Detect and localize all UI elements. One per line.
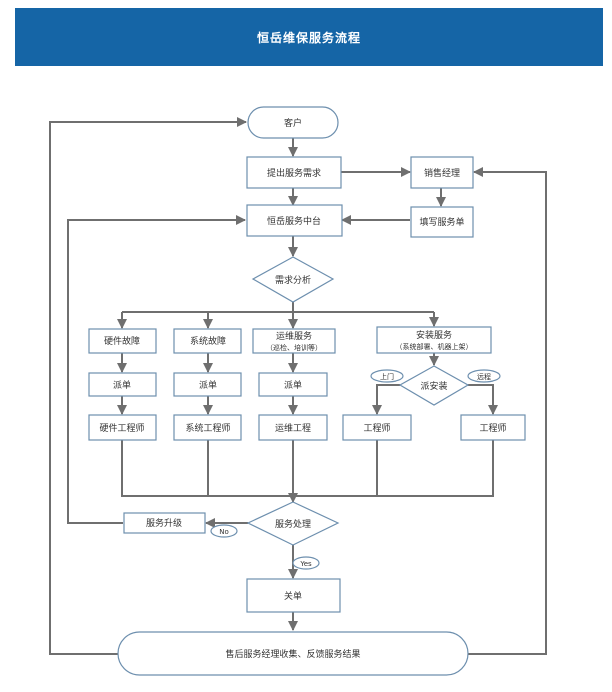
page-title-banner: 恒岳维保服务流程 bbox=[15, 8, 603, 66]
badge-remote-label: 远程 bbox=[477, 372, 491, 381]
node-hardware-engineer: 硬件工程师 bbox=[88, 414, 157, 441]
badge-no: No bbox=[210, 524, 238, 538]
node-submit-request: 提出服务需求 bbox=[246, 156, 342, 189]
node-demand-analysis-label: 需求分析 bbox=[275, 274, 311, 286]
connector-feedback-to-customer bbox=[49, 117, 247, 655]
node-ops-service-label-1: 运维服务 bbox=[276, 330, 312, 342]
node-install-service-label-1: 安装服务 bbox=[416, 329, 452, 341]
node-system-engineer-label: 系统工程师 bbox=[185, 422, 230, 434]
node-feedback-label: 售后服务经理收集、反馈服务结果 bbox=[225, 648, 360, 660]
connector-onsite-engineer bbox=[372, 384, 400, 415]
node-dispatch-hardware: 派单 bbox=[88, 372, 157, 397]
node-dispatch-ops: 派单 bbox=[258, 372, 328, 397]
node-dispatch-ops-label: 派单 bbox=[284, 379, 302, 391]
connector-upgrade-to-center bbox=[67, 215, 246, 524]
node-ops-engineer-label: 运维工程 bbox=[275, 422, 311, 434]
node-hardware-fault-label: 硬件故障 bbox=[104, 335, 140, 347]
node-dispatch-install: 派安装 bbox=[398, 365, 470, 406]
node-hardware-fault: 硬件故障 bbox=[88, 328, 157, 354]
node-close-order-label: 关单 bbox=[284, 590, 302, 602]
badge-onsite: 上门 bbox=[370, 369, 404, 383]
node-install-service-label-2: （系统部署、机器上架） bbox=[396, 342, 473, 351]
node-install-service: 安装服务 （系统部署、机器上架） bbox=[376, 326, 492, 354]
node-fill-order-label: 填写服务单 bbox=[419, 216, 464, 228]
connector-remote-engineer bbox=[468, 384, 498, 415]
node-fill-order: 填写服务单 bbox=[410, 206, 474, 238]
node-service-upgrade-label: 服务升级 bbox=[146, 517, 182, 529]
node-demand-analysis: 需求分析 bbox=[251, 256, 335, 303]
page-title: 恒岳维保服务流程 bbox=[256, 30, 361, 45]
node-service-center-label: 恒岳服务中台 bbox=[267, 215, 321, 227]
node-customer: 客户 bbox=[247, 106, 339, 139]
node-service-upgrade: 服务升级 bbox=[123, 512, 206, 534]
connectors bbox=[49, 117, 547, 655]
badge-remote: 远程 bbox=[467, 369, 501, 383]
node-system-fault: 系统故障 bbox=[173, 328, 242, 354]
node-dispatch-hardware-label: 派单 bbox=[113, 379, 131, 391]
node-hardware-engineer-label: 硬件工程师 bbox=[99, 422, 144, 434]
node-engineer-remote: 工程师 bbox=[460, 414, 526, 441]
node-ops-service: 运维服务 （巡检、培训等） bbox=[252, 328, 336, 354]
node-system-fault-label: 系统故障 bbox=[190, 335, 226, 347]
node-system-engineer: 系统工程师 bbox=[173, 414, 242, 441]
node-dispatch-system: 派单 bbox=[173, 372, 242, 397]
node-service-handling-label: 服务处理 bbox=[275, 518, 311, 530]
node-engineer-onsite-label: 工程师 bbox=[363, 422, 390, 434]
node-sales-manager-label: 销售经理 bbox=[424, 167, 460, 179]
node-ops-engineer: 运维工程 bbox=[258, 414, 328, 441]
badge-no-label: No bbox=[219, 528, 229, 536]
node-service-handling: 服务处理 bbox=[246, 501, 340, 546]
node-dispatch-system-label: 派单 bbox=[199, 379, 217, 391]
node-ops-service-label-2: （巡检、培训等） bbox=[266, 343, 322, 352]
node-engineer-onsite: 工程师 bbox=[342, 414, 412, 441]
node-customer-label: 客户 bbox=[284, 117, 302, 129]
connector-feedback-to-sales bbox=[468, 167, 547, 655]
badge-yes: Yes bbox=[292, 556, 320, 570]
node-close-order: 关单 bbox=[246, 578, 341, 613]
badge-onsite-label: 上门 bbox=[380, 372, 394, 381]
node-feedback: 售后服务经理收集、反馈服务结果 bbox=[117, 631, 469, 676]
badge-yes-label: Yes bbox=[299, 560, 312, 568]
connector-merge-bar bbox=[121, 440, 494, 497]
node-engineer-remote-label: 工程师 bbox=[479, 422, 506, 434]
node-service-center: 恒岳服务中台 bbox=[246, 204, 343, 237]
node-dispatch-install-label: 派安装 bbox=[420, 380, 447, 392]
node-sales-manager: 销售经理 bbox=[410, 156, 474, 189]
node-submit-request-label: 提出服务需求 bbox=[267, 167, 321, 179]
